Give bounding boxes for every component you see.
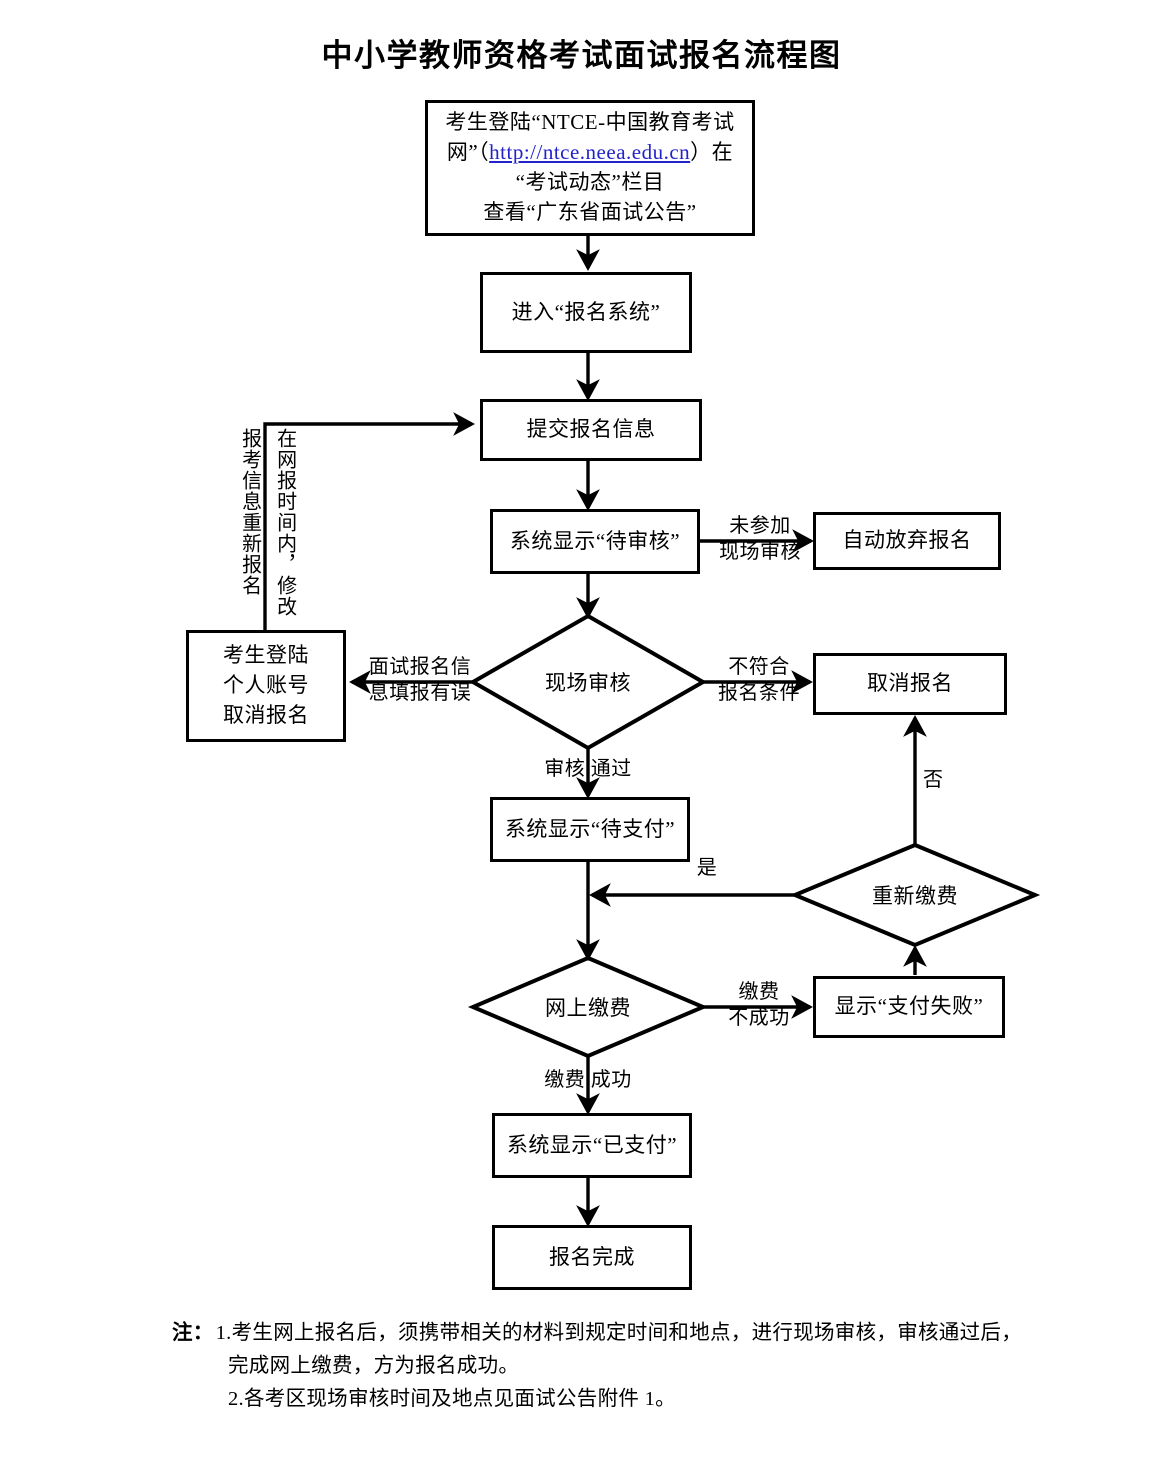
node-submit-info: 提交报名信息	[480, 399, 702, 461]
node-status-paid: 系统显示“已支付”	[492, 1113, 692, 1178]
vertical-label-modify: 在网报时间内，修改	[273, 428, 296, 617]
node-status-pending-payment: 系统显示“待支付”	[490, 797, 690, 862]
edge-label-payment-success: 缴费 成功	[544, 1069, 632, 1091]
node-registration-done: 报名完成	[492, 1225, 692, 1290]
start-line-2-prefix: 网”（	[446, 140, 490, 165]
node-start: 考生登陆“NTCE-中国教育考试 网”（http://ntce.neea.edu…	[425, 100, 755, 236]
note-1-number: 1.	[215, 1322, 232, 1344]
note-2-line-1: 各考区现场审核时间及地点见面试公告附件 1。	[243, 1388, 676, 1411]
label-repay: 重新缴费	[872, 884, 958, 908]
edge-label-repay-no: 否	[923, 769, 944, 791]
footer-notes: 注： 1. 考生网上报名后，须携带相关的材料到规定时间和地点，进行现场审核，审核…	[172, 1317, 1052, 1417]
note-1-line-2: 完成网上缴费，方为报名成功。	[228, 1355, 520, 1378]
note-2-number: 2.	[228, 1388, 244, 1411]
node-status-pending-review: 系统显示“待审核”	[490, 509, 700, 574]
edge-label-info-error: 面试报名信 息填报有误	[368, 656, 472, 704]
edge-label-repay-yes: 是	[696, 857, 718, 879]
note-1-line-1: 考生网上报名后，须携带相关的材料到规定时间和地点，进行现场审核，审核通过后，	[231, 1322, 1022, 1344]
edge-label-not-meet-conditions: 不符合 报名条件	[718, 656, 800, 704]
node-payment-failed: 显示“支付失败”	[813, 976, 1005, 1038]
note-item-1: 注： 1. 考生网上报名后，须携带相关的材料到规定时间和地点，进行现场审核，审核…	[172, 1317, 1052, 1350]
start-line-4: 查看“广东省面试公告”	[483, 199, 697, 224]
ntce-website-link[interactable]: http://ntce.neea.edu.cn	[489, 140, 691, 165]
label-onsite-review: 现场审核	[545, 671, 631, 695]
node-cancel-registration: 取消报名	[813, 653, 1007, 715]
note-item-2: 2. 各考区现场审核时间及地点见面试公告附件 1。	[172, 1383, 1052, 1416]
page-title: 中小学教师资格考试面试报名流程图	[321, 38, 842, 73]
edge-candidate-cancel-feedback	[263, 412, 475, 630]
note-item-1-cont: 完成网上缴费，方为报名成功。	[172, 1350, 1052, 1383]
start-line-2: 网”（http://ntce.neea.edu.cn）在	[447, 138, 733, 168]
node-enter-system: 进入“报名系统”	[480, 272, 692, 353]
vertical-label-reapply: 报考信息重新报名	[238, 428, 261, 596]
edge-label-not-attend-onsite: 未参加 现场审核	[719, 515, 801, 563]
node-auto-abandon: 自动放弃报名	[813, 512, 1001, 570]
start-line-1: 考生登陆“NTCE-中国教育考试	[445, 110, 735, 135]
start-line-2-suffix: ）在	[690, 140, 734, 165]
edge-label-review-passed: 审核 通过	[544, 758, 632, 780]
node-candidate-cancel: 考生登陆 个人账号 取消报名	[186, 630, 346, 742]
start-line-3: “考试动态”栏目	[515, 170, 665, 194]
notes-head: 注：	[172, 1322, 214, 1344]
label-online-payment: 网上缴费	[545, 996, 631, 1020]
edge-label-payment-failed: 缴费 不成功	[728, 981, 790, 1029]
